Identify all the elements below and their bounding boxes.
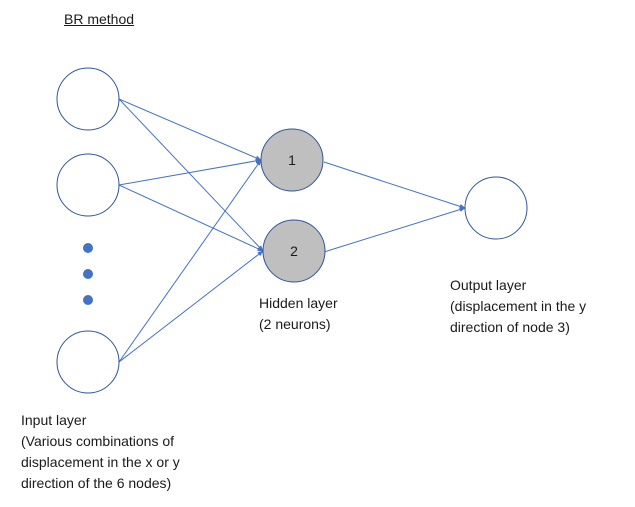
output-node <box>464 176 528 240</box>
edge-input6-hidden2 <box>118 250 264 363</box>
edge-input2-hidden1 <box>118 158 262 186</box>
diagram-title: BR method <box>64 11 135 27</box>
edge-hidden2-output <box>323 207 466 253</box>
input-layer-label: Input layer (Various combinations of dis… <box>21 412 180 491</box>
edge-input1-hidden1 <box>118 98 262 161</box>
output-layer-label: Output layer (displacement in the y dire… <box>450 277 587 335</box>
input-node-2 <box>56 153 120 217</box>
input-node-1 <box>56 67 120 131</box>
hidden-node-1-label: 1 <box>288 152 296 168</box>
input-layer-nodes <box>56 67 120 394</box>
connections <box>118 98 466 363</box>
hidden-node-2 <box>262 219 326 283</box>
edge-input1-hidden2 <box>118 98 264 252</box>
output-layer-nodes <box>464 176 528 240</box>
edge-hidden1-output <box>323 161 466 209</box>
ellipsis-dot-1 <box>83 243 93 253</box>
hidden-node-2-label: 2 <box>290 243 298 259</box>
edge-input6-hidden1 <box>118 159 262 363</box>
hidden-node-1 <box>260 128 324 192</box>
ellipsis-dot-2 <box>83 269 93 279</box>
ellipsis-dot-3 <box>83 295 93 305</box>
input-node-6 <box>56 330 120 394</box>
hidden-layer-nodes: 1 2 <box>260 128 326 283</box>
edge-input2-hidden2 <box>118 184 264 252</box>
hidden-layer-label: Hidden layer (2 neurons) <box>259 295 338 332</box>
